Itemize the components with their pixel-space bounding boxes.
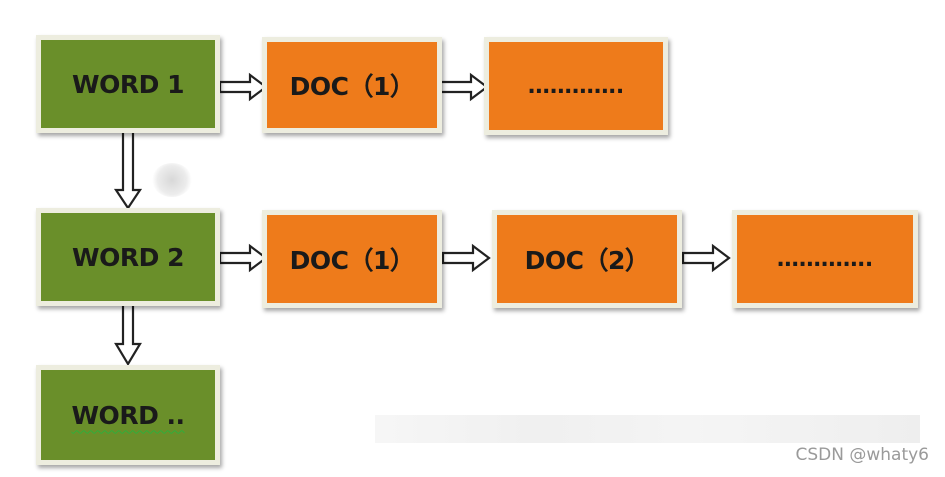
arrow-word2-to-doc1 — [218, 244, 268, 272]
doc-2-box-row2: DOC（2） — [492, 210, 682, 308]
more-label-row2: …………. — [776, 246, 874, 272]
blur-strip — [375, 415, 920, 443]
word-more-box: WORD .. — [36, 365, 220, 465]
arrow-doc2-to-more-row2 — [681, 244, 731, 272]
doc-2-label-row2: DOC（2） — [524, 246, 650, 275]
doc-1-label-row2: DOC（1） — [289, 246, 415, 275]
more-box-row1: …………. — [484, 37, 668, 135]
arrow-word1-to-doc1 — [218, 73, 268, 101]
arrow-word2-to-wordmore — [114, 298, 142, 367]
more-box-row2: …………. — [732, 210, 918, 308]
word-2-box: WORD 2 — [36, 208, 220, 306]
arrow-doc1-to-more-row1 — [439, 73, 489, 101]
doc-1-box-row2: DOC（1） — [262, 210, 442, 308]
smudge-mark — [152, 163, 192, 197]
word-more-label: WORD .. — [71, 400, 185, 430]
watermark: CSDN @whaty6 — [795, 445, 929, 465]
arrow-doc1-to-doc2 — [441, 244, 491, 272]
word-1-label: WORD 1 — [72, 69, 184, 99]
word-1-box: WORD 1 — [36, 35, 220, 133]
more-label-row1: …………. — [527, 73, 625, 99]
doc-1-label-row1: DOC（1） — [289, 72, 415, 101]
doc-1-box-row1: DOC（1） — [262, 37, 442, 133]
word-2-label: WORD 2 — [72, 242, 184, 272]
arrow-word1-to-word2 — [113, 126, 143, 210]
